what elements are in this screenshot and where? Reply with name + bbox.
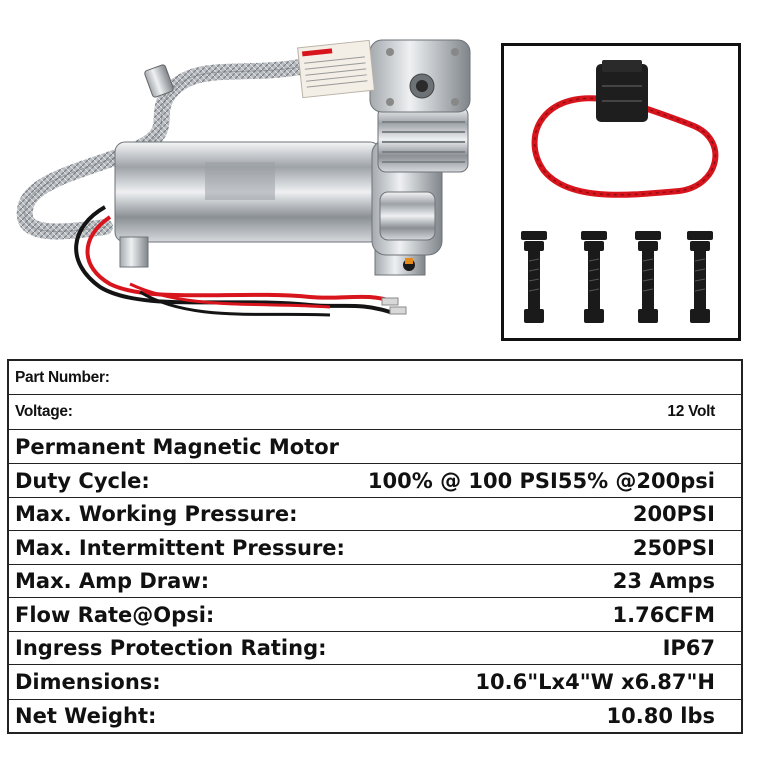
spec-value: IP67 xyxy=(662,636,715,660)
spec-label: Part Number: xyxy=(15,368,110,386)
fuse-holder-and-bolts-illustration xyxy=(521,60,719,323)
spec-row-max-intermittent-pressure: Max. Intermittent Pressure: 250PSI xyxy=(9,530,741,564)
spec-row-ingress-protection: Ingress Protection Rating: IP67 xyxy=(9,631,741,664)
spec-row-part-number: Part Number: xyxy=(9,361,741,394)
spec-row-duty-cycle: Duty Cycle: 100% @ 100 PSI55% @200psi xyxy=(9,463,741,497)
spec-row-net-weight: Net Weight: 10.80 lbs xyxy=(9,699,741,732)
spec-label: Max. Amp Draw: xyxy=(15,569,210,593)
spec-value: 250PSI xyxy=(632,535,715,560)
spec-label: Max. Intermittent Pressure: xyxy=(15,535,345,560)
spec-row-voltage: Voltage: 12 Volt xyxy=(9,394,741,429)
spec-value: 100% @ 100 PSI55% @200psi xyxy=(367,468,715,493)
spec-row-dimensions: Dimensions: 10.6"Lx4"W x6.87"H xyxy=(9,664,741,699)
spec-value: 1.76CFM xyxy=(612,602,715,627)
spec-value: 10.80 lbs xyxy=(606,704,715,728)
spec-row-flow-rate: Flow Rate@Opsi: 1.76CFM xyxy=(9,597,741,631)
accessory-image-box xyxy=(501,43,741,341)
spec-label: Duty Cycle: xyxy=(15,468,150,493)
compressor-image xyxy=(10,22,490,342)
spec-value: 10.6"Lx4"W x6.87"H xyxy=(475,670,715,694)
spec-value: 200PSI xyxy=(632,502,715,526)
spec-label: Dimensions: xyxy=(15,670,161,694)
spec-row-max-amp-draw: Max. Amp Draw: 23 Amps xyxy=(9,564,741,597)
spec-label: Permanent Magnetic Motor xyxy=(15,434,339,459)
spec-value: 23 Amps xyxy=(612,569,715,593)
spec-label: Voltage: xyxy=(15,403,73,420)
spec-row-motor: Permanent Magnetic Motor xyxy=(9,429,741,463)
spec-row-max-working-pressure: Max. Working Pressure: 200PSI xyxy=(9,497,741,530)
spec-label: Net Weight: xyxy=(15,704,157,728)
spec-label: Flow Rate@Opsi: xyxy=(15,602,215,627)
spec-table: Part Number: Voltage: 12 Volt Permanent … xyxy=(7,359,743,734)
spec-value: 12 Volt xyxy=(667,403,715,420)
spec-label: Max. Working Pressure: xyxy=(15,502,298,526)
compressor-illustration xyxy=(16,39,471,317)
spec-label: Ingress Protection Rating: xyxy=(15,636,327,660)
